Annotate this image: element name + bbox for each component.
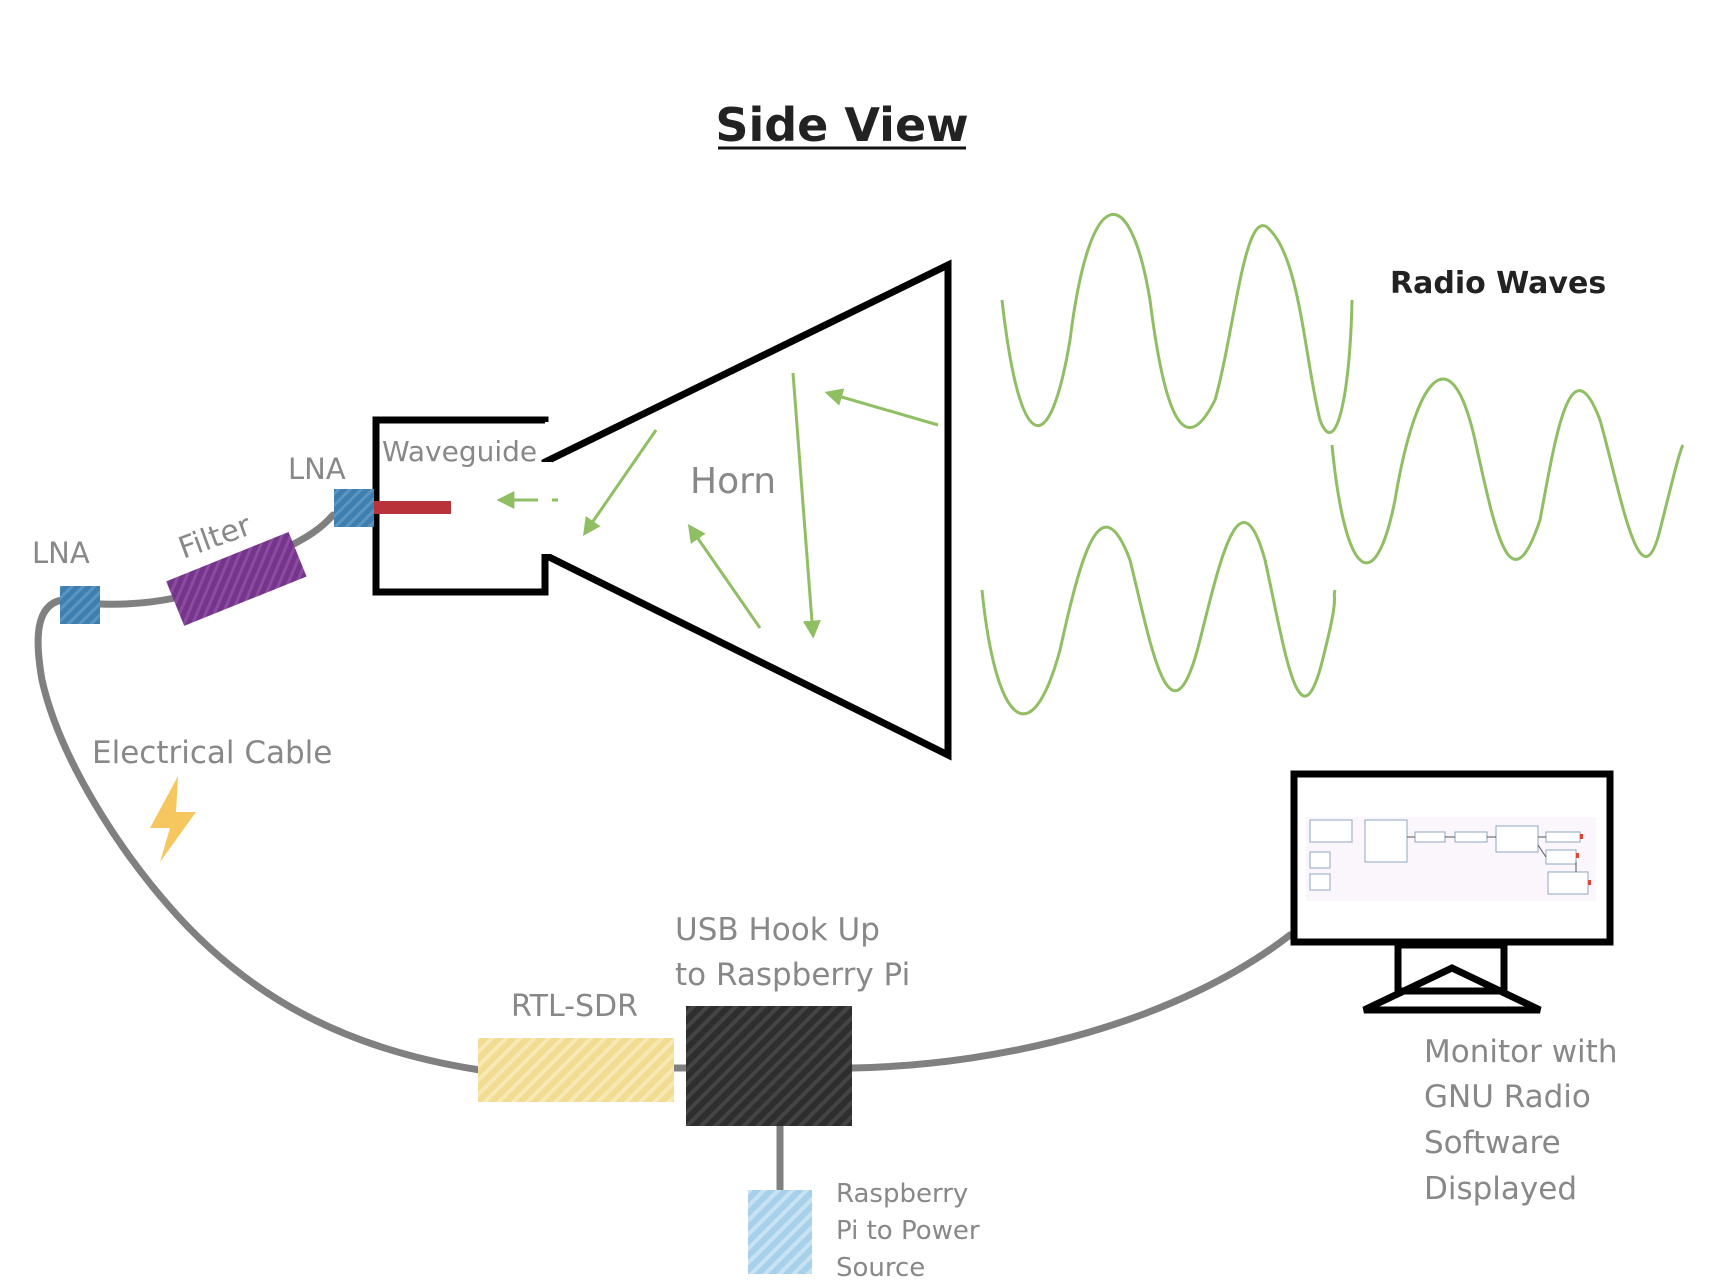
cable-filter-lna1 — [96, 594, 179, 608]
power-label-line1: Raspberry — [836, 1179, 968, 1209]
lna-block-2 — [334, 489, 374, 527]
probe — [373, 501, 451, 514]
power-source-block — [748, 1190, 812, 1274]
arrow-4 — [582, 429, 658, 536]
usb-label-line2: to Raspberry Pi — [675, 957, 910, 993]
monitor-stand-neck — [1394, 941, 1508, 995]
power-label-line3: Source — [836, 1253, 925, 1283]
lna-block-1 — [60, 586, 100, 624]
diagram-title: Side View — [715, 98, 968, 152]
rtl-sdr-label: RTL-SDR — [511, 989, 638, 1024]
monitor-label-line4: Displayed — [1424, 1171, 1577, 1207]
cable-lna1-rtl — [34, 596, 484, 1074]
wave-lower — [980, 521, 1337, 716]
cable-lna2-filter — [288, 511, 337, 549]
arrow-1 — [824, 388, 939, 427]
lightning-bolt-icon — [150, 776, 196, 862]
rtl-sdr-block — [478, 1038, 674, 1102]
filter-block — [166, 531, 307, 626]
radio-waves-label: Radio Waves — [1390, 266, 1606, 301]
horn-label: Horn — [690, 461, 776, 502]
lna-1-label: LNA — [32, 536, 90, 570]
arrow-2 — [791, 372, 821, 639]
usb-label-line1: USB Hook Up — [675, 912, 880, 948]
reflection-arrows — [496, 372, 939, 639]
horn-outline — [541, 259, 952, 761]
monitor-label-line1: Monitor with — [1424, 1034, 1617, 1070]
cables — [34, 511, 1294, 1196]
monitor-label-line3: Software — [1424, 1125, 1561, 1161]
electrical-cable-label: Electrical Cable — [92, 735, 332, 771]
waveguide-label: Waveguide — [382, 435, 537, 468]
waveguide-mask — [538, 462, 552, 554]
gnu-radio-flowgraph-thumbnail — [1306, 817, 1596, 901]
radio-waves — [980, 213, 1685, 716]
lna-2-label: LNA — [288, 452, 346, 486]
monitor-label-line2: GNU Radio — [1424, 1079, 1591, 1115]
wave-upper — [1000, 213, 1354, 434]
raspberry-pi-block — [686, 1006, 852, 1126]
arrow-3 — [687, 524, 762, 629]
cable-usb-monitor — [848, 931, 1294, 1072]
wave-right — [1330, 377, 1685, 565]
power-label-line2: Pi to Power — [836, 1216, 980, 1246]
